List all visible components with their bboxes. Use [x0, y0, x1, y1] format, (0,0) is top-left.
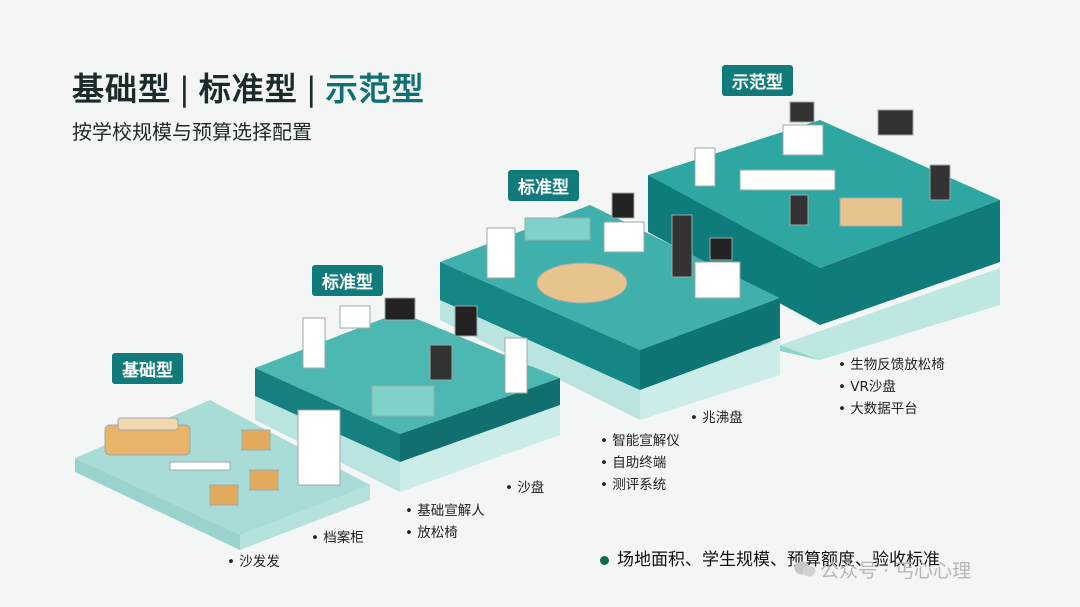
tag-standard-low: 标准型	[312, 265, 383, 296]
standard-items-list: • 智能宣解仪 • 自助终端 • 测评系统	[600, 430, 680, 496]
label-sofa: • 沙发发	[227, 554, 280, 570]
basic-items-list: • 基础宣解人 • 放松椅	[405, 500, 485, 544]
list-item: • 大数据平台	[838, 401, 918, 417]
footer-text: 场地面积、学生规模、预算额度、验收标准	[617, 550, 940, 570]
list-item-text: 生物反馈放松椅	[850, 357, 945, 373]
watermark: 公众号 · 丐心心理	[820, 560, 972, 582]
demo-platform	[640, 120, 1000, 360]
label-garbled: • 兆沸盘	[690, 410, 743, 426]
tag-demo: 示范型	[722, 65, 793, 96]
tag-basic: 基础型	[112, 353, 183, 384]
list-item: • 生物反馈放松椅	[838, 357, 945, 373]
bullet-dot-icon	[600, 555, 609, 565]
wechat-icon	[794, 561, 816, 577]
list-item-text: 自助终端	[612, 455, 667, 471]
list-item: • 测评系统	[600, 477, 667, 493]
list-item-text: 大数据平台	[850, 401, 918, 417]
tag-standard-high: 标准型	[508, 170, 579, 201]
title-basic: 基础型	[72, 70, 172, 108]
label-cabinet-text: 档案柜	[323, 530, 364, 546]
title-separator: |	[179, 70, 191, 108]
label-sandbox-text: 沙盘	[517, 480, 545, 496]
furniture-icons	[104, 101, 951, 506]
label-garbled-text: 兆沸盘	[702, 410, 743, 426]
list-item: • 基础宣解人	[405, 503, 485, 519]
list-item-text: 测评系统	[612, 477, 667, 493]
list-item-text: VR沙盘	[850, 379, 896, 395]
list-item-text: 基础宣解人	[417, 503, 485, 519]
list-item: • 放松椅	[405, 525, 458, 541]
list-item: • 自助终端	[600, 455, 667, 471]
label-sandbox: • 沙盘	[505, 480, 545, 496]
page-subtitle: 按学校规模与预算选择配置	[72, 120, 312, 144]
title-standard: 标准型	[198, 70, 298, 108]
page-title: 基础型|标准型|示范型	[72, 64, 425, 110]
title-demo: 示范型	[325, 70, 425, 108]
demo-items-list: • 生物反馈放松椅 • VR沙盘 • 大数据平台	[838, 354, 945, 420]
list-item-text: 智能宣解仪	[612, 433, 680, 449]
label-sofa-text: 沙发发	[239, 554, 280, 570]
list-item: • 智能宣解仪	[600, 433, 680, 449]
label-cabinet: • 档案柜	[311, 530, 364, 546]
list-item-text: 放松椅	[417, 525, 458, 541]
footer-criteria: 场地面积、学生规模、预算额度、验收标准	[600, 545, 940, 570]
list-item: • VR沙盘	[838, 379, 896, 395]
title-separator: |	[305, 70, 318, 108]
